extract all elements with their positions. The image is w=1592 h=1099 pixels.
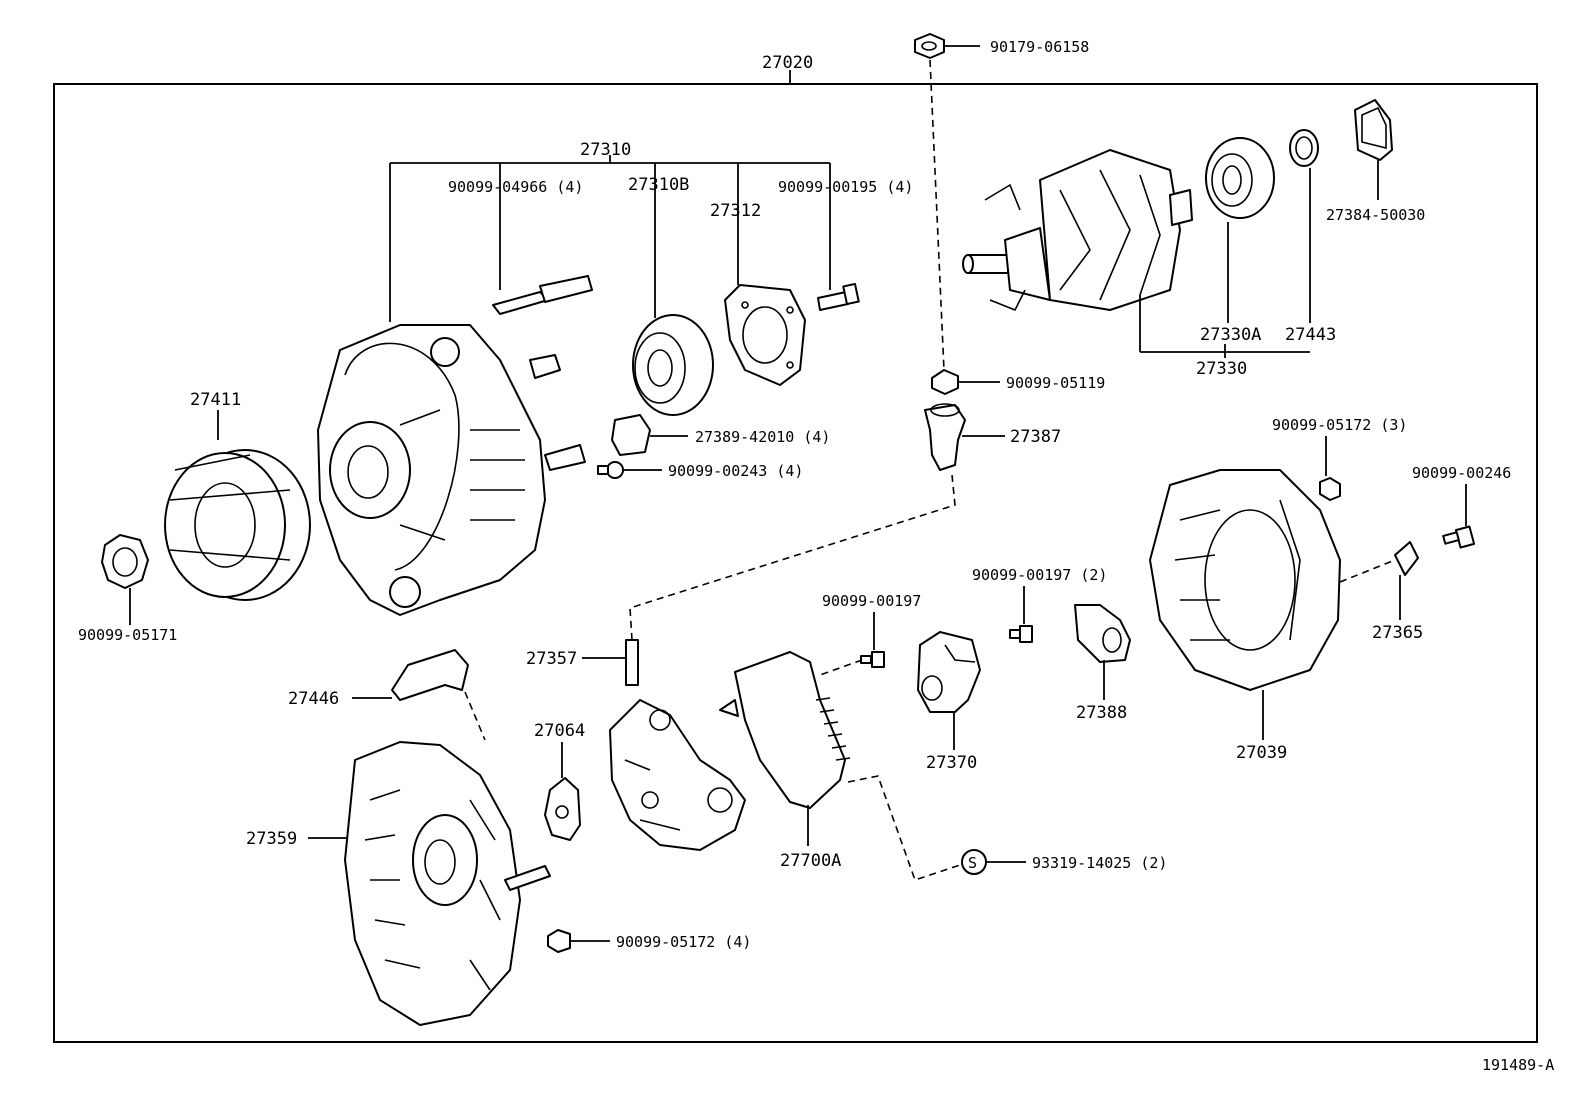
insulator-27446 [391,649,469,701]
label-90099-00243: 90099-00243 (4) [668,462,803,480]
washer-27443 [1289,129,1319,167]
label-90099-04966: 90099-04966 (4) [448,178,583,196]
drive-end-frame-27310 [317,324,586,616]
screw-90099-00197-2 [1009,625,1033,643]
screw-90099-00246 [1442,525,1476,549]
insulator-27389-42010 [611,414,651,456]
rear-end-cover-27039 [1149,469,1341,691]
bolt-90099-00195 [817,282,860,311]
stud-bolt-90099-04966 [492,275,593,315]
label-27388: 27388 [1076,703,1127,723]
label-27370: 27370 [926,753,977,773]
cover-27384-50030 [1354,99,1393,161]
label-27700A: 27700A [780,851,841,871]
figure-id-text: 191489-A [1482,1056,1554,1074]
bearing-27330A [1205,137,1275,219]
assembly-frame [53,83,1538,1043]
label-90099-05172-3: 90099-05172 (3) [1272,416,1407,434]
label-27330: 27330 [1196,359,1247,379]
label-27310B: 27310B [628,175,689,195]
label-90099-05172-4: 90099-05172 (4) [616,933,751,951]
nut-90099-05172-4 [547,929,571,953]
rear-frame-27359 [344,741,551,1026]
label-27365: 27365 [1372,623,1423,643]
label-90099-05119: 90099-05119 [1006,374,1105,392]
screw-90099-00197 [860,651,885,668]
nut-90099-05172-3 [1319,477,1341,501]
cover-27388 [1074,604,1131,663]
label-27039: 27039 [1236,743,1287,763]
label-27389-42010: 27389-42010 (4) [695,428,830,446]
label-90099-00197: 90099-00197 [822,592,921,610]
svg-text:S: S [968,854,977,872]
label-27411: 27411 [190,390,241,410]
label-90099-00195: 90099-00195 (4) [778,178,913,196]
pulley-27411 [164,449,311,601]
s-symbol: S [961,849,987,875]
brush-holder-27370 [917,631,981,713]
label-27330A: 27330A [1200,325,1261,345]
label-90099-00197-2: 90099-00197 (2) [972,566,1107,584]
label-93319-14025: 93319-14025 (2) [1032,854,1167,872]
regulator-27700A [719,651,851,809]
label-27443: 27443 [1285,325,1336,345]
assembly-label: 27020 [762,53,813,73]
rectifier-27357 [609,639,746,851]
nut-90099-05171 [101,534,149,589]
terminal-27365 [1394,541,1419,576]
nut-90179-06158 [914,33,945,59]
label-90099-00246: 90099-00246 [1412,464,1511,482]
screw-90099-00243 [597,461,624,479]
label-27064: 27064 [534,721,585,741]
rotor-assembly-27330 [962,149,1193,312]
bearing-27310B [632,314,714,416]
label-27387: 27387 [1010,427,1061,447]
insulator-27387 [924,403,966,471]
label-27310: 27310 [580,140,631,160]
nut-90099-05119 [931,369,959,395]
label-27312: 27312 [710,201,761,221]
label-90099-05171: 90099-05171 [78,626,177,644]
label-90179-06158: 90179-06158 [990,38,1089,56]
label-27359: 27359 [246,829,297,849]
retainer-plate-27312 [724,284,806,386]
plate-27064 [544,777,581,841]
label-27384-50030: 27384-50030 [1326,206,1425,224]
label-27446: 27446 [288,689,339,709]
label-27357: 27357 [526,649,577,669]
